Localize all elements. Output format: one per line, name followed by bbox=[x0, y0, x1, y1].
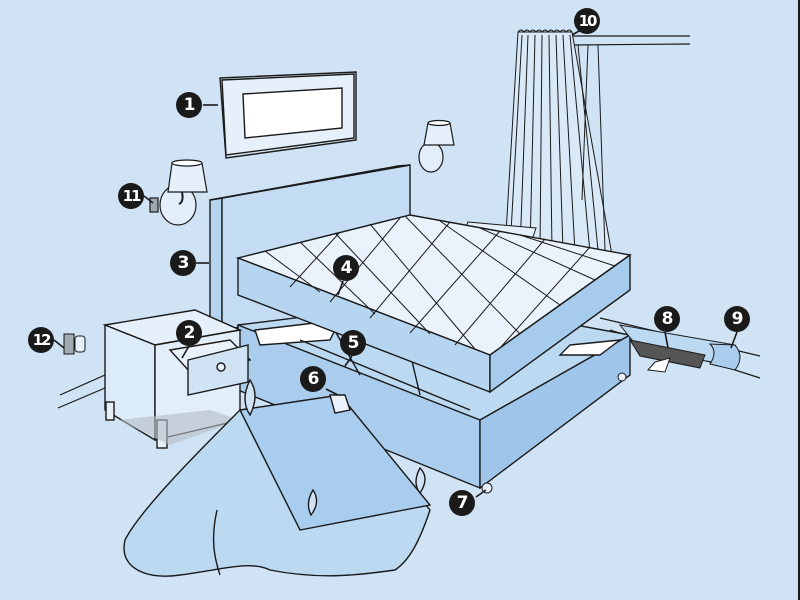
callout-3: 3 bbox=[170, 250, 196, 276]
bed-leg bbox=[617, 372, 627, 382]
callout-8: 8 bbox=[654, 306, 680, 332]
callout-11: 11 bbox=[118, 183, 144, 209]
callout-7: 7 bbox=[449, 490, 475, 516]
callout-6: 6 bbox=[300, 366, 326, 392]
nightstand-shadow bbox=[118, 410, 240, 445]
callout-1: 1 bbox=[176, 92, 202, 118]
callout-12: 12 bbox=[28, 327, 54, 353]
callout-2: 2 bbox=[176, 320, 202, 346]
callout-9: 9 bbox=[724, 306, 750, 332]
wall-sconce-left bbox=[149, 159, 208, 226]
nightstand bbox=[102, 309, 252, 449]
curtain-rod bbox=[569, 35, 691, 46]
right-border bbox=[798, 0, 800, 600]
callout-5: 5 bbox=[340, 330, 366, 356]
electrical-outlet bbox=[63, 333, 86, 355]
curtain bbox=[504, 29, 613, 256]
callout-arrows bbox=[53, 26, 738, 498]
callout-4: 4 bbox=[333, 255, 359, 281]
mattress-quilt-pattern bbox=[264, 215, 621, 350]
carpet-edge bbox=[618, 324, 741, 373]
wall-sconce-right bbox=[418, 119, 455, 173]
callout-10: 10 bbox=[574, 8, 600, 34]
box-spring-cover bbox=[123, 378, 432, 577]
picture-frame bbox=[219, 71, 357, 159]
mattress bbox=[235, 214, 632, 394]
